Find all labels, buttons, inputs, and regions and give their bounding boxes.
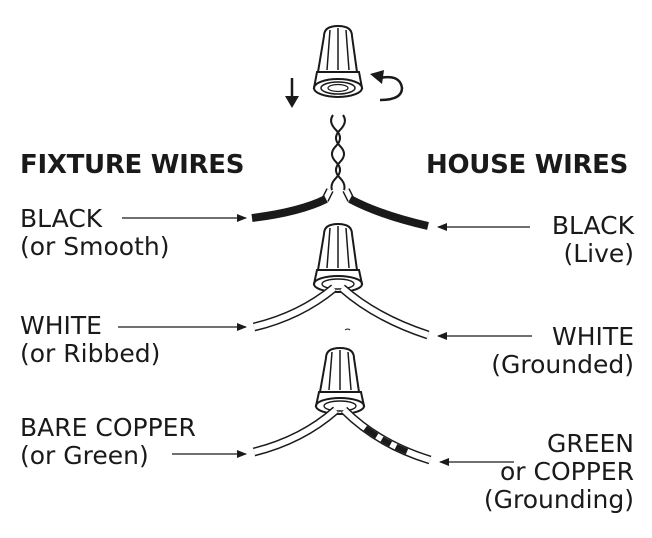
house-green-label: GREEN or COPPER (Grounding) bbox=[483, 429, 634, 514]
middle-wire-nut-icon bbox=[312, 222, 364, 293]
house-black-label: BLACK (Live) bbox=[551, 211, 634, 268]
copper-wire-pair-icon bbox=[252, 406, 432, 465]
house-wires-header: HOUSE WIRES bbox=[426, 150, 629, 180]
house-white-label: WHITE (Grounded) bbox=[491, 322, 634, 379]
top-wire-nut-icon bbox=[312, 24, 364, 98]
black-wire-pair-icon bbox=[251, 188, 429, 230]
fixture-white-label: WHITE (or Ribbed) bbox=[20, 311, 161, 368]
bottom-wire-nut-icon bbox=[314, 346, 366, 415]
twist-arrow-icon bbox=[370, 70, 404, 102]
down-arrow-icon bbox=[285, 78, 299, 108]
fixture-bare-copper-label: BARE COPPER (or Green) bbox=[20, 413, 196, 470]
fixture-black-label: BLACK (or Smooth) bbox=[20, 204, 170, 261]
fixture-wires-header: FIXTURE WIRES bbox=[20, 150, 245, 180]
twisted-wire-icon bbox=[330, 114, 346, 191]
white-wire-pair-icon bbox=[252, 284, 430, 340]
